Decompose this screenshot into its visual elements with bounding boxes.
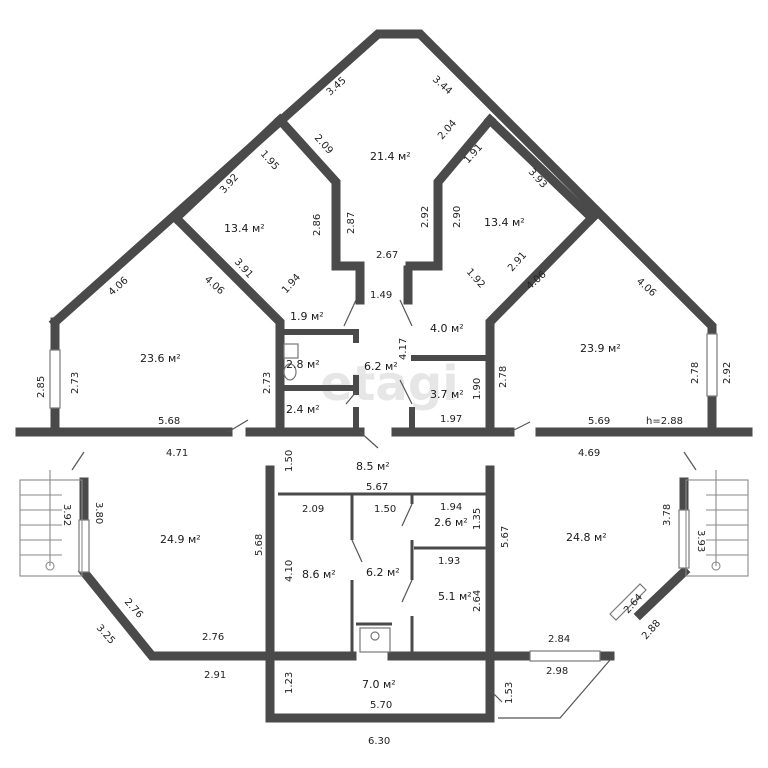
dim: 2.87: [346, 212, 357, 234]
dim: 1.93: [438, 556, 460, 567]
area-lower-left: 24.9 м²: [160, 533, 201, 546]
area-upper-right: 13.4 м²: [484, 216, 525, 229]
dim: 1.49: [370, 290, 392, 301]
room-areas: 21.4 м² 13.4 м² 13.4 м² 23.6 м² 23.9 м² …: [140, 150, 621, 691]
area-room-51: 5.1 м²: [438, 590, 472, 603]
dim: 2.92: [722, 362, 733, 384]
dim: h=2.88: [646, 416, 683, 427]
dim: 2.90: [452, 206, 463, 228]
area-corridor-bottom: 6.2 м²: [366, 566, 400, 579]
dim: 5.67: [366, 482, 388, 493]
dim: 4.06: [202, 274, 226, 297]
area-small-b: 2.4 м²: [286, 403, 320, 416]
dim: 2.76: [202, 632, 224, 643]
dim: 5.67: [500, 526, 511, 548]
dim: 5.68: [158, 416, 180, 427]
stairs-left: [19, 470, 83, 577]
area-top-center: 21.4 м²: [370, 150, 411, 163]
dim: 2.64: [472, 590, 483, 612]
dim: 2.04: [436, 118, 459, 142]
dim: 2.98: [546, 666, 568, 677]
dim: 1.50: [284, 450, 295, 472]
dimensions: 3.45 3.44 2.09 2.04 1.95 1.91 3.92 3.93 …: [36, 74, 733, 747]
dim: 3.78: [662, 504, 673, 526]
dim: 3.92: [61, 504, 72, 526]
area-room-26: 2.6 м²: [434, 516, 468, 529]
dim: 1.53: [504, 682, 515, 704]
dim: 3.25: [94, 623, 117, 647]
dim: 2.73: [262, 372, 273, 394]
watermark: etagi: [320, 356, 459, 412]
dim: 1.94: [280, 272, 303, 296]
dim: 1.97: [440, 414, 462, 425]
area-small-a: 1.9 м²: [290, 310, 324, 323]
dim: 5.69: [588, 416, 610, 427]
doors: [71, 299, 697, 703]
dim: 3.80: [93, 502, 104, 524]
area-room-86: 8.6 м²: [302, 568, 336, 581]
dim: 3.44: [430, 74, 454, 97]
area-small-d: 3.7 м²: [430, 388, 464, 401]
dim: 6.30: [368, 736, 390, 747]
dim: 5.70: [370, 700, 392, 711]
dim: 4.71: [166, 448, 188, 459]
dim: 2.78: [690, 362, 701, 384]
dim: 2.84: [548, 634, 570, 645]
dim: 2.88: [640, 618, 663, 642]
dim: 1.90: [472, 378, 483, 400]
dim: 2.73: [70, 372, 81, 394]
interior-walls: [169, 113, 599, 654]
dim: 1.23: [284, 672, 295, 694]
area-hall: 8.5 м²: [356, 460, 390, 473]
area-left-wing: 23.6 м²: [140, 352, 181, 365]
dim: 2.78: [498, 366, 509, 388]
area-upper-left: 13.4 м²: [224, 222, 265, 235]
dim: 1.50: [374, 504, 396, 515]
dim: 1.92: [464, 267, 487, 291]
area-corridor-top: 6.2 м²: [364, 360, 398, 373]
dim: 4.69: [578, 448, 600, 459]
bathroom-fixtures: [283, 343, 391, 653]
dim: 2.91: [204, 670, 226, 681]
area-right-wing: 23.9 м²: [580, 342, 621, 355]
dim: 5.68: [254, 534, 265, 556]
dim: 4.06: [634, 276, 658, 299]
balcony: [498, 659, 611, 719]
area-bath: 2.8 м²: [286, 358, 320, 371]
dim: 4.06: [525, 269, 549, 292]
area-room-70: 7.0 м²: [362, 678, 396, 691]
dim: 4.10: [284, 560, 295, 582]
dim: 2.67: [376, 250, 398, 261]
dim: 1.35: [472, 508, 483, 530]
dim: 1.95: [258, 149, 281, 173]
dim: 4.17: [398, 338, 409, 360]
dim: 2.91: [506, 250, 529, 274]
dim: 2.92: [420, 206, 431, 228]
area-small-c: 4.0 м²: [430, 322, 464, 335]
windows: [49, 333, 718, 662]
dim: 2.85: [36, 376, 47, 398]
dim: 2.86: [312, 214, 323, 236]
dim: 2.09: [302, 504, 324, 515]
stairs-right: [685, 470, 749, 577]
dim: 3.93: [695, 530, 706, 552]
area-lower-right: 24.8 м²: [566, 531, 607, 544]
dim: 1.94: [440, 502, 462, 513]
